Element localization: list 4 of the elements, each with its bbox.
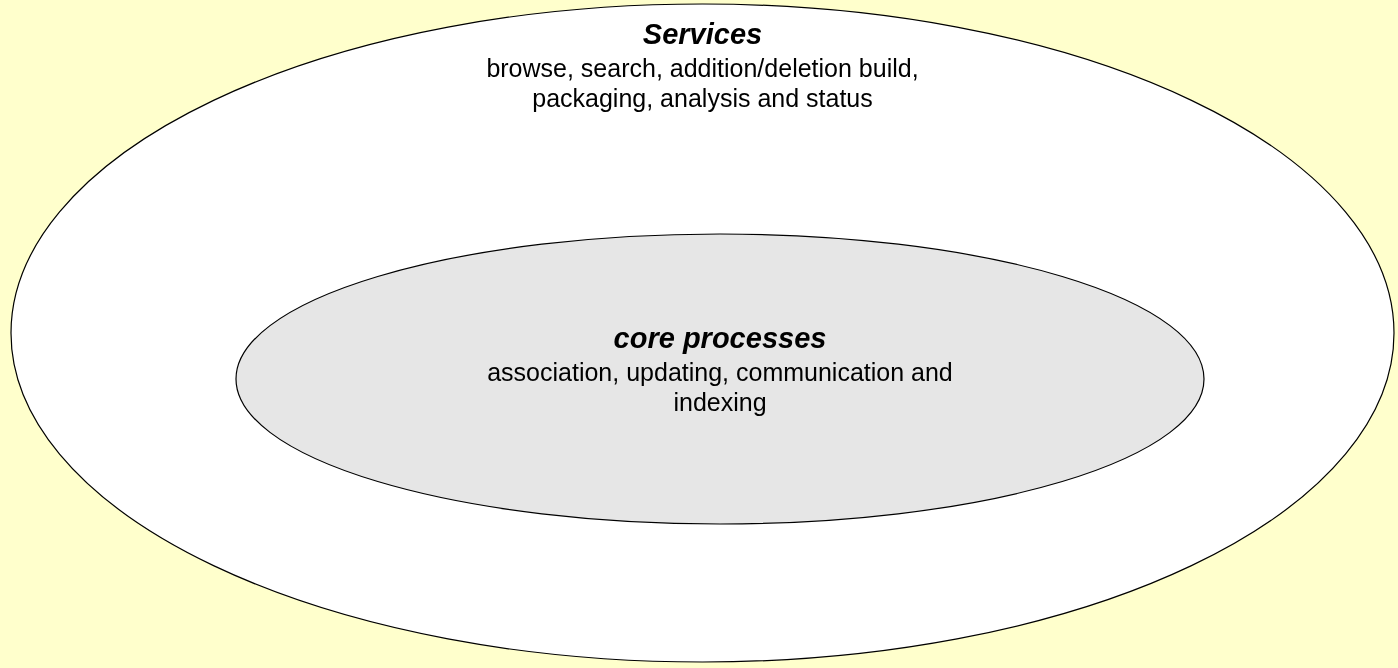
node-description: association, updating, communication and indexing (486, 357, 954, 417)
node-heading: core processes (612, 321, 828, 355)
node-heading: Services (641, 17, 764, 51)
node-description: browse, search, addition/deletion build, packaging, analysis and status (485, 53, 920, 113)
